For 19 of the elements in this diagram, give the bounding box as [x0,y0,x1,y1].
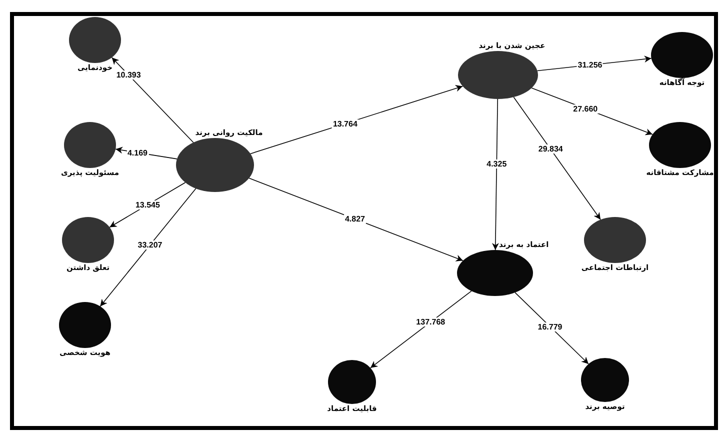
edge-label: 31.256 [576,60,604,70]
edge-label: 27.660 [572,104,599,114]
arrow [370,290,472,368]
edge-label: 10.393 [115,70,142,80]
edge-label: 13.545 [134,200,161,210]
edge-label: 4.169 [126,148,149,158]
edge-label: 4.827 [344,214,366,224]
edge-label: 33.207 [136,240,164,250]
arrow [100,188,196,307]
arrow [514,292,589,364]
edge-label: 4.325 [486,160,508,169]
arrow [248,178,464,262]
edge-label: 29.834 [537,144,564,154]
arrow [111,57,194,143]
arrow [513,96,601,220]
edge-label: 16.779 [536,322,564,331]
arrow [492,98,499,250]
edge-label: 13.764 [332,119,358,128]
edge-label: 137.768 [415,318,446,327]
